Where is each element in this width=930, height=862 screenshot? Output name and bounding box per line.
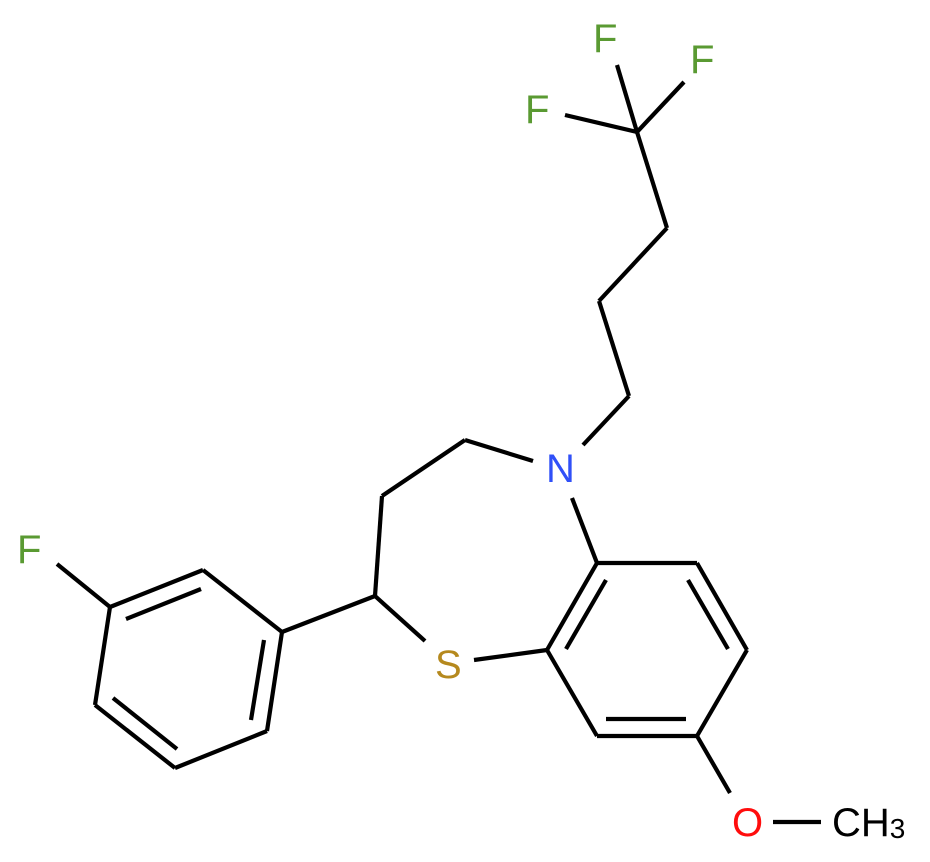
bond-c-f3	[564, 112, 638, 135]
fluorine-atom-label: F	[525, 88, 549, 132]
thiazepine-ring	[372, 437, 599, 663]
fluorine-atom-label: F	[17, 528, 41, 572]
bond-c-f1	[614, 64, 640, 133]
fluorine-atom-label: F	[690, 38, 714, 82]
trifluoromethyl-group	[564, 64, 686, 135]
fluorine-atom-label: F	[593, 17, 617, 61]
methyl-group-label: CH3	[832, 801, 905, 845]
bond-c-f2	[635, 80, 686, 134]
fluorophenyl-ring	[55, 562, 376, 770]
nitrogen-atom-label: N	[546, 447, 575, 491]
alkyl-chain	[581, 131, 670, 447]
methoxy-group	[695, 734, 821, 825]
sulfur-atom-label: S	[435, 643, 462, 687]
benzo-ring	[545, 560, 749, 739]
oxygen-atom-label: O	[732, 801, 763, 845]
